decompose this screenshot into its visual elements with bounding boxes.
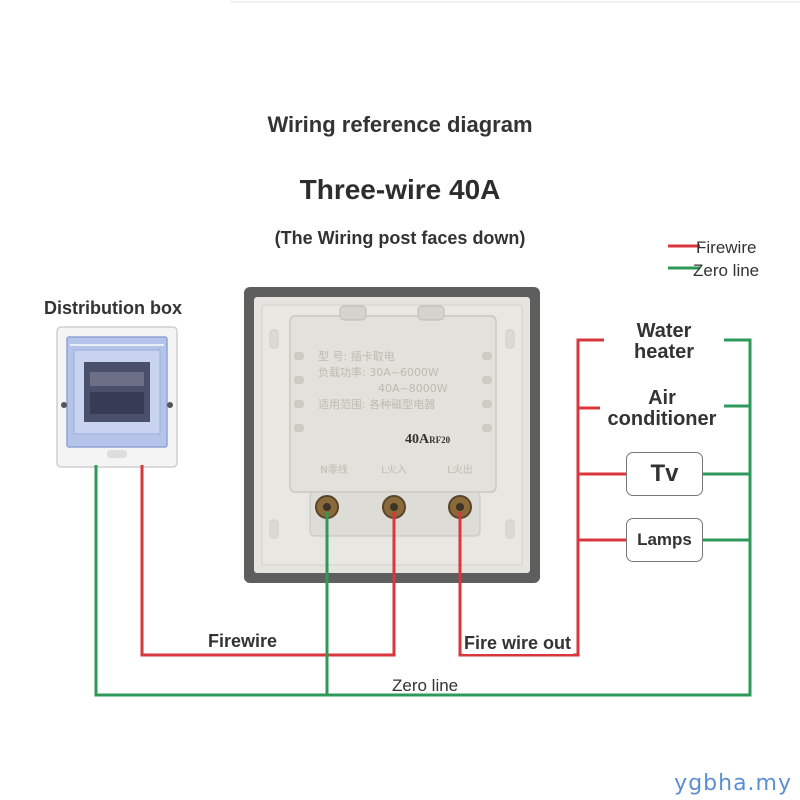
fire-wire-out-line	[458, 338, 604, 657]
switch-spec-text: 型 号: 插卡取电 负载功率: 30A~6000W 40A~8000W 适用范围…	[318, 349, 488, 413]
wire-label-zero: Zero line	[392, 676, 459, 695]
appliance-tv: Tv	[626, 452, 703, 496]
distribution-box-device	[56, 326, 178, 468]
legend-zero-label: Zero line	[693, 261, 760, 280]
wire-label-firewire: Firewire	[206, 631, 280, 652]
switch-panel	[244, 287, 540, 583]
appliance-water-heater: Water heater	[604, 318, 724, 366]
spec-line-scope: 适用范围: 各种磁型电器	[318, 398, 436, 411]
zero-line-main	[94, 338, 752, 697]
terminal-label-l-out: L火出	[447, 465, 473, 476]
spec-line-load: 负载功率: 30A~6000W	[318, 366, 439, 379]
diagram-subtitle: Three-wire 40A	[299, 174, 501, 205]
switch-rating: 40ARF20	[405, 432, 450, 448]
appliance-lamps: Lamps	[626, 518, 703, 562]
diagram-title: Wiring reference diagram	[267, 112, 533, 137]
terminal-label-l-in: L火入	[381, 465, 407, 476]
firewire-in-line	[140, 465, 396, 657]
orientation-note: (The Wiring post faces down)	[274, 228, 526, 248]
spec-line-model: 型 号: 插卡取电	[318, 350, 395, 363]
wire-label-fire-out: Fire wire out	[462, 633, 574, 654]
switch-rating-suffix: RF20	[429, 435, 451, 445]
spec-line-load-2: 40A~8000W	[378, 382, 448, 395]
appliance-air-conditioner: Air conditioner	[600, 386, 724, 432]
distribution-box-label: Distribution box	[44, 298, 182, 318]
switch-rating-value: 40A	[405, 432, 430, 447]
legend-firewire-label: Firewire	[696, 238, 757, 257]
watermark: ygbha.my	[674, 771, 792, 796]
terminal-label-n: N零线	[320, 465, 348, 476]
